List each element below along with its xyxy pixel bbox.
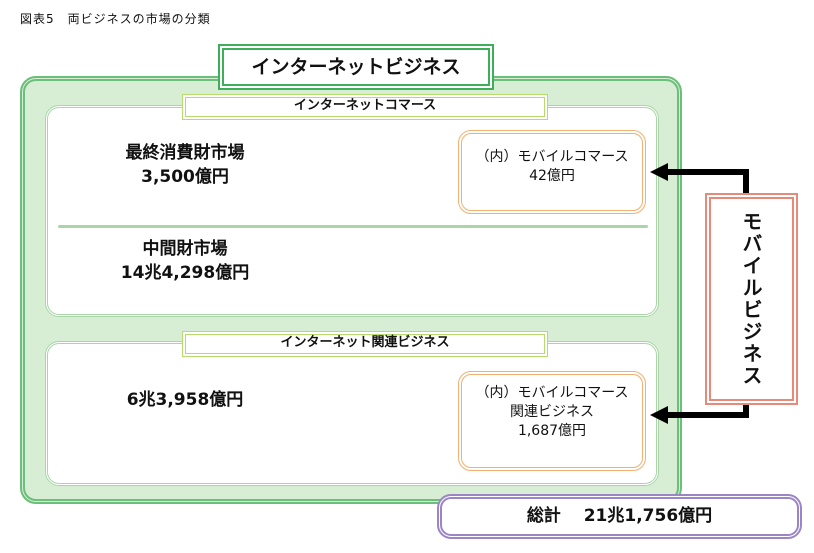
mobile-business-label: モバイルビジネス (739, 211, 763, 387)
final-consumer-market: 最終消費財市場 3,500億円 (105, 141, 265, 189)
mobile-commerce-name: （内）モバイルコマース (475, 149, 629, 165)
figure-caption: 図表5 両ビジネスの市場の分類 (20, 12, 211, 26)
internet-related-value: 6兆3,958億円 (126, 390, 244, 410)
intermediate-market-name: 中間財市場 (142, 239, 228, 259)
mobile-related-value: 1,687億円 (517, 423, 587, 439)
arrow-to-mobile-related (650, 405, 749, 424)
mobile-related-line2: 関連ビジネス (510, 404, 594, 420)
arrow-to-mobile-commerce (650, 163, 749, 193)
market-divider (58, 225, 648, 228)
intermediate-market-value: 14兆4,298億円 (120, 263, 250, 283)
internet-related-label: インターネット関連ビジネス (182, 331, 548, 357)
final-consumer-market-value: 3,500億円 (141, 167, 229, 187)
internet-business-title: インターネットビジネス (218, 44, 494, 90)
final-consumer-market-name: 最終消費財市場 (125, 143, 245, 163)
total-box: 総計 21兆1,756億円 (437, 494, 802, 539)
mobile-related-box: （内）モバイルコマース 関連ビジネス 1,687億円 (458, 371, 646, 471)
mobile-commerce-box: （内）モバイルコマース 42億円 (458, 130, 646, 214)
mobile-commerce-value: 42億円 (529, 168, 575, 184)
intermediate-market: 中間財市場 14兆4,298億円 (105, 237, 265, 285)
mobile-related-line1: （内）モバイルコマース (475, 385, 629, 401)
mobile-business-box (705, 193, 798, 405)
internet-commerce-label: インターネットコマース (182, 94, 548, 120)
